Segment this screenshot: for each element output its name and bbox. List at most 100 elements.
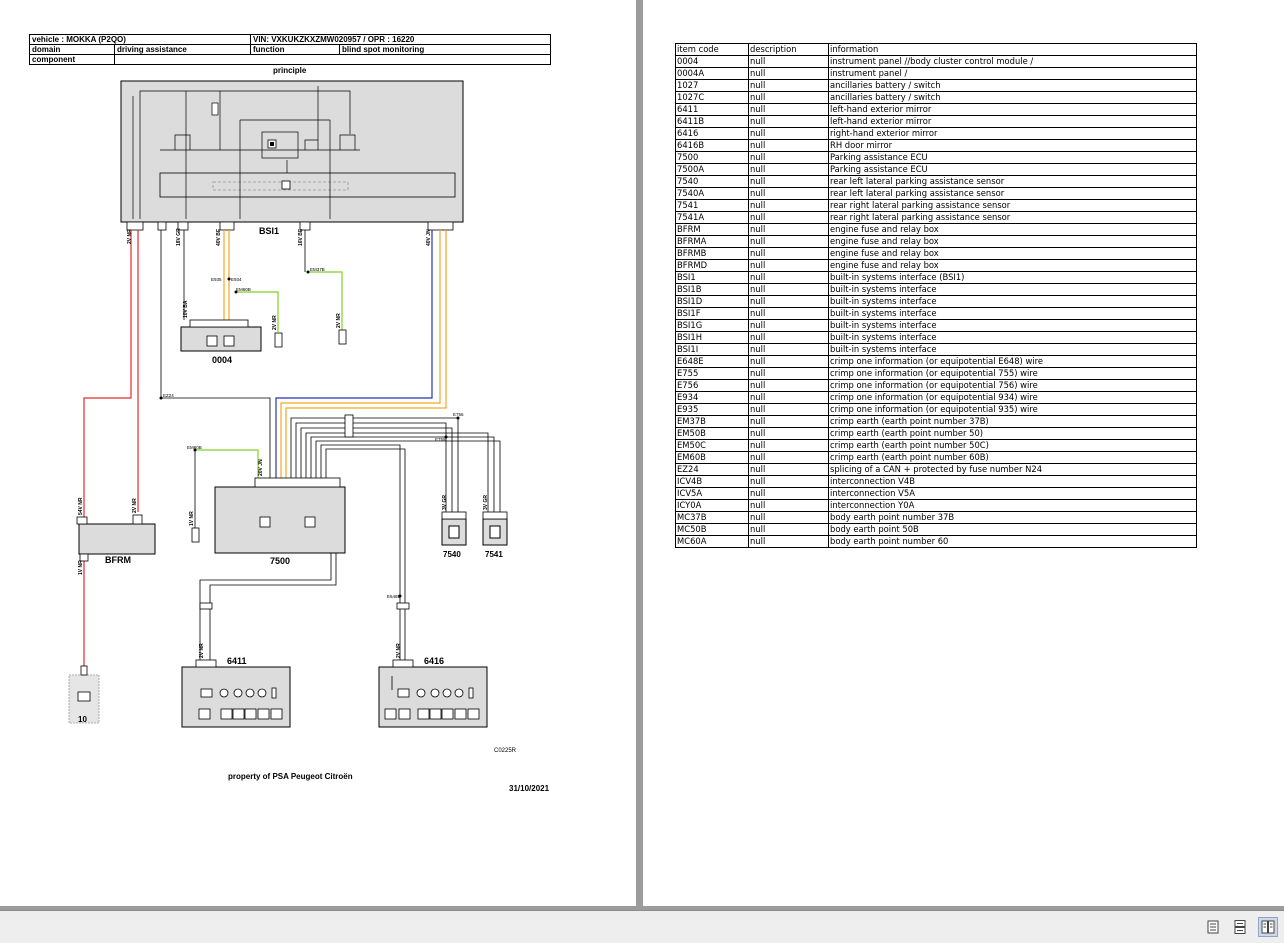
bfrm-label: BFRM — [105, 555, 131, 565]
description-cell: null — [748, 391, 829, 404]
information-cell: rear right lateral parking assistance se… — [828, 211, 1197, 224]
description-cell: null — [748, 259, 829, 272]
item-code-cell: MC60A — [675, 535, 749, 548]
splice-em60b-a: EM60B — [236, 287, 251, 292]
item-code-cell: BFRMD — [675, 259, 749, 272]
information-cell: engine fuse and relay box — [828, 247, 1197, 260]
description-cell: null — [748, 175, 829, 188]
item-code-cell: ICV4B — [675, 475, 749, 488]
pin-7540: 3V GR — [442, 495, 448, 510]
description-cell: null — [748, 55, 829, 68]
item-code-cell: 1027 — [675, 79, 749, 92]
description-cell: null — [748, 127, 829, 140]
single-page-view-button[interactable] — [1203, 917, 1223, 937]
item-code-cell: 6411B — [675, 115, 749, 128]
information-cell: right-hand exterior mirror — [828, 127, 1197, 140]
item-code-cell: BSI1H — [675, 331, 749, 344]
item-code-cell: 7540A — [675, 187, 749, 200]
description-cell: null — [748, 139, 829, 152]
pin-bsi-40v-jn: 40V JN — [426, 229, 432, 246]
single-page-view-icon — [1207, 920, 1219, 934]
information-cell: built-in systems interface — [828, 307, 1197, 320]
col-item-code: item code — [675, 43, 749, 56]
property-notice: property of PSA Peugeot Citroën — [228, 772, 353, 781]
diagram-header-table: vehicle : MOKKA (P2QO) VIN: VXKUKZKXZMW0… — [29, 34, 551, 65]
information-cell: ancillaries battery / switch — [828, 79, 1197, 92]
splice-e934: E934 — [231, 277, 242, 282]
mirror-symbols — [198, 687, 480, 720]
bsi-box — [120, 80, 464, 223]
item-code-cell: EM50C — [675, 439, 749, 452]
information-cell: crimp earth (earth point number 50C) — [828, 439, 1197, 452]
bsi-internal-wiring — [132, 86, 360, 219]
description-cell: null — [748, 523, 829, 536]
two-page-view-button[interactable] — [1258, 917, 1278, 937]
sensor-7541-label: 7541 — [485, 550, 503, 559]
pin-7500-20v: 20V JN — [258, 459, 264, 476]
item-code-cell: ICY0A — [675, 499, 749, 512]
splice-points — [159, 270, 460, 598]
mirror-6416-label: 6416 — [424, 656, 444, 666]
splice-em60b-b: EM60B — [187, 445, 202, 450]
col-information: information — [828, 43, 1197, 56]
information-cell: interconnection V5A — [828, 487, 1197, 500]
information-cell: built-in systems interface (BSI1) — [828, 271, 1197, 284]
item-code-cell: E756 — [675, 379, 749, 392]
item-code-cell: BSI1I — [675, 343, 749, 356]
component-value — [114, 54, 551, 65]
orange-wires — [223, 230, 447, 478]
pin-em37-2v: 2V NR — [336, 313, 342, 328]
sensor-7541-box — [482, 518, 508, 546]
description-cell: null — [748, 379, 829, 392]
mirror-6411-label: 6411 — [227, 656, 247, 666]
description-cell: null — [748, 451, 829, 464]
pin-bsi-16v: 16V BE — [298, 228, 304, 246]
information-cell: instrument panel //body cluster control … — [828, 55, 1197, 68]
diagram-page: vehicle : MOKKA (P2QO) VIN: VXKUKZKXZMW0… — [0, 0, 636, 906]
information-cell: rear right lateral parking assistance se… — [828, 199, 1197, 212]
item-code-cell: 7541 — [675, 199, 749, 212]
item-code-cell: 6411 — [675, 103, 749, 116]
item-code-cell: 0004 — [675, 55, 749, 68]
description-cell: null — [748, 235, 829, 248]
pin-0004-2v: 2V NR — [272, 315, 278, 330]
item-code-cell: E935 — [675, 403, 749, 416]
information-cell: Parking assistance ECU — [828, 151, 1197, 164]
item-code-cell: 0004A — [675, 67, 749, 80]
description-cell: null — [748, 331, 829, 344]
description-cell: null — [748, 355, 829, 368]
description-cell: null — [748, 199, 829, 212]
pin-bsi-18v: 18V GR — [176, 228, 182, 246]
green-wires — [195, 271, 343, 478]
bsi-inner-panel — [159, 172, 456, 198]
information-cell: ancillaries battery / switch — [828, 91, 1197, 104]
description-cell: null — [748, 283, 829, 296]
splice-e755: E755 — [435, 437, 446, 442]
information-cell: crimp one information (or equipotential … — [828, 391, 1197, 404]
item-code-cell: EM37B — [675, 415, 749, 428]
description-cell: null — [748, 67, 829, 80]
pin-7541: 3V GR — [483, 495, 489, 510]
pin-bfrm-1v: 1V NR — [78, 560, 84, 575]
continuous-view-button[interactable] — [1230, 917, 1250, 937]
item-code-cell: E755 — [675, 367, 749, 380]
